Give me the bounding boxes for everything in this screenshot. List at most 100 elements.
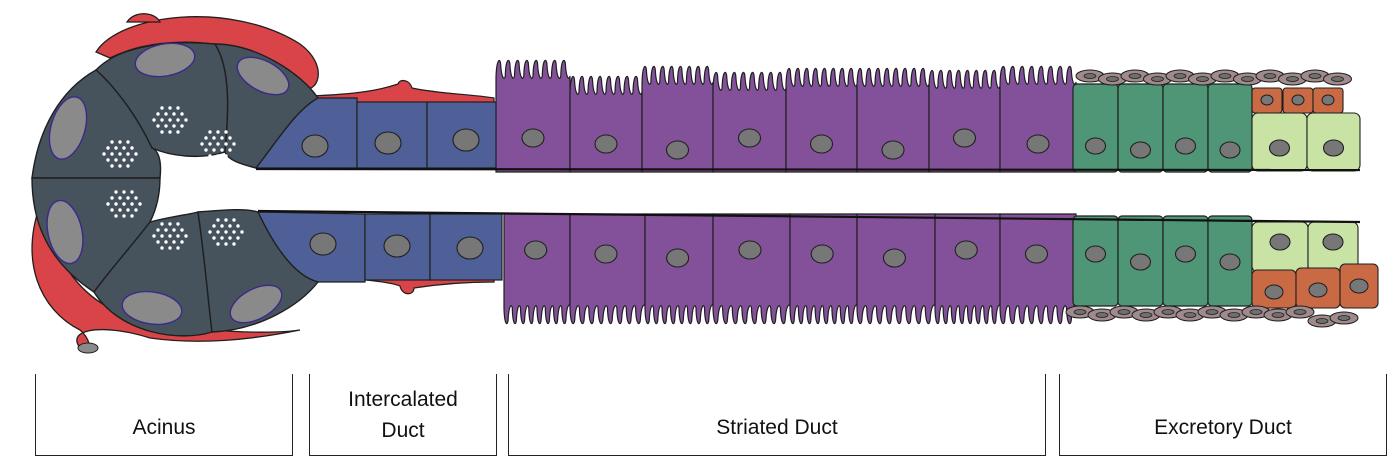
- flat-basal-nucleus: [1161, 309, 1175, 315]
- zymogen-granule: [134, 196, 138, 200]
- zymogen-granule: [156, 112, 160, 116]
- flat-basal-nucleus: [1205, 309, 1219, 315]
- striated-cell: [999, 65, 1077, 173]
- zymogen-granule: [122, 146, 126, 150]
- flat-basal-nucleus: [1249, 309, 1263, 315]
- striated-cell: [644, 213, 714, 325]
- zymogen-granule: [220, 224, 224, 228]
- zymogen-granule: [164, 124, 168, 128]
- zymogen-granule: [164, 240, 168, 244]
- columnar-nucleus: [1174, 245, 1197, 263]
- zymogen-granule: [216, 218, 220, 222]
- striated-cell: [856, 213, 936, 325]
- striated-cell: [712, 213, 791, 325]
- zymogen-granule: [130, 158, 134, 162]
- zymogen-granule: [130, 146, 134, 150]
- zymogen-granule: [228, 224, 232, 228]
- luminal-nucleus: [1268, 139, 1291, 157]
- striated-nucleus: [737, 128, 762, 148]
- striated-cell: [928, 69, 1001, 173]
- flat-basal-nucleus: [1106, 76, 1119, 82]
- flat-basal-nucleus: [1263, 73, 1277, 79]
- striated-nucleus: [810, 244, 834, 264]
- striated-nucleus: [666, 248, 690, 268]
- columnar-cell: [1072, 83, 1119, 173]
- acinar-nucleus: [48, 96, 88, 160]
- flat-basal-nucleus: [1117, 309, 1131, 315]
- zymogen-granule: [184, 118, 188, 122]
- zymogen-granule: [114, 146, 118, 150]
- duct-lumen-lines: [255, 167, 1361, 224]
- basal-nucleus: [1264, 284, 1284, 300]
- zymogen-granule: [224, 130, 228, 134]
- striated-cell: [999, 213, 1077, 325]
- striated-cell: [856, 67, 930, 173]
- zymogen-granule: [180, 240, 184, 244]
- acinar-cell: [197, 209, 320, 333]
- zymogen-granule: [228, 236, 232, 240]
- zymogen-granule: [118, 196, 122, 200]
- zymogen-granule: [168, 130, 172, 134]
- zymogen-granule: [168, 246, 172, 250]
- acinar-nucleus: [46, 199, 84, 265]
- zymogen-granule: [176, 222, 180, 226]
- striated-duct-label: Striated Duct: [716, 415, 838, 439]
- zymogen-granule: [118, 164, 122, 168]
- basal-nucleus: [1260, 94, 1274, 106]
- zymogen-granule: [118, 152, 122, 156]
- columnar-nucleus: [1084, 137, 1107, 155]
- flat-basal-nucleus: [1128, 73, 1142, 79]
- intercalated-nucleus: [374, 131, 402, 155]
- striated-nucleus: [594, 244, 618, 264]
- flat-basal-nucleus: [1286, 76, 1299, 82]
- zymogen-granule: [220, 136, 224, 140]
- zymogen-granule: [156, 240, 160, 244]
- flat-basal-nucleus: [1241, 76, 1254, 82]
- zymogen-granule: [160, 222, 164, 226]
- zymogen-granule: [212, 148, 216, 152]
- zymogen-granule: [172, 124, 176, 128]
- acinus-bracket: Acinus: [35, 374, 293, 456]
- intercalated-nucleus: [301, 134, 329, 158]
- flat-basal-nucleus: [1218, 73, 1232, 79]
- zymogen-granule: [118, 208, 122, 212]
- striated-nucleus: [524, 240, 548, 260]
- zymogen-granule: [220, 148, 224, 152]
- zymogen-granule: [160, 246, 164, 250]
- excretory-duct-bracket: Excretory Duct: [1059, 374, 1387, 456]
- zymogen-granule: [228, 136, 232, 140]
- striated-nucleus: [954, 240, 978, 260]
- zymogen-granule: [122, 202, 126, 206]
- zymogen-granule: [220, 236, 224, 240]
- columnar-nucleus: [1219, 141, 1241, 159]
- zymogen-granule: [126, 196, 130, 200]
- zymogen-granule: [212, 136, 216, 140]
- zymogen-granule: [228, 148, 232, 152]
- zymogen-granule: [114, 190, 118, 194]
- luminal-nucleus: [1322, 139, 1345, 157]
- zymogen-granule: [130, 190, 134, 194]
- luminal-nucleus: [1269, 233, 1291, 251]
- basal-nucleus: [1321, 94, 1335, 106]
- striated-cell: [569, 213, 646, 325]
- striated-cell: [712, 71, 787, 173]
- zymogen-granule: [176, 130, 180, 134]
- zymogen-granule: [168, 234, 172, 238]
- zymogen-granule: [126, 152, 130, 156]
- zymogen-granule: [212, 224, 216, 228]
- zymogen-granule: [200, 142, 204, 146]
- zymogen-granule: [208, 154, 212, 158]
- zymogen-granule: [180, 124, 184, 128]
- zymogen-granule: [216, 130, 220, 134]
- zymogen-granule: [122, 214, 126, 218]
- intercalated-duct-label-line2: Duct: [381, 418, 425, 442]
- zymogen-granule: [152, 234, 156, 238]
- striated-nucleus: [809, 134, 834, 154]
- flat-basal-nucleus: [1083, 73, 1097, 79]
- columnar-cell: [1207, 83, 1253, 173]
- striated-nucleus: [881, 140, 905, 160]
- zymogen-granule: [114, 202, 118, 206]
- acinus-label: Acinus: [132, 415, 196, 439]
- intercalated-duct-label-line1: Intercalated: [348, 388, 458, 412]
- columnar-nucleus: [1129, 141, 1152, 159]
